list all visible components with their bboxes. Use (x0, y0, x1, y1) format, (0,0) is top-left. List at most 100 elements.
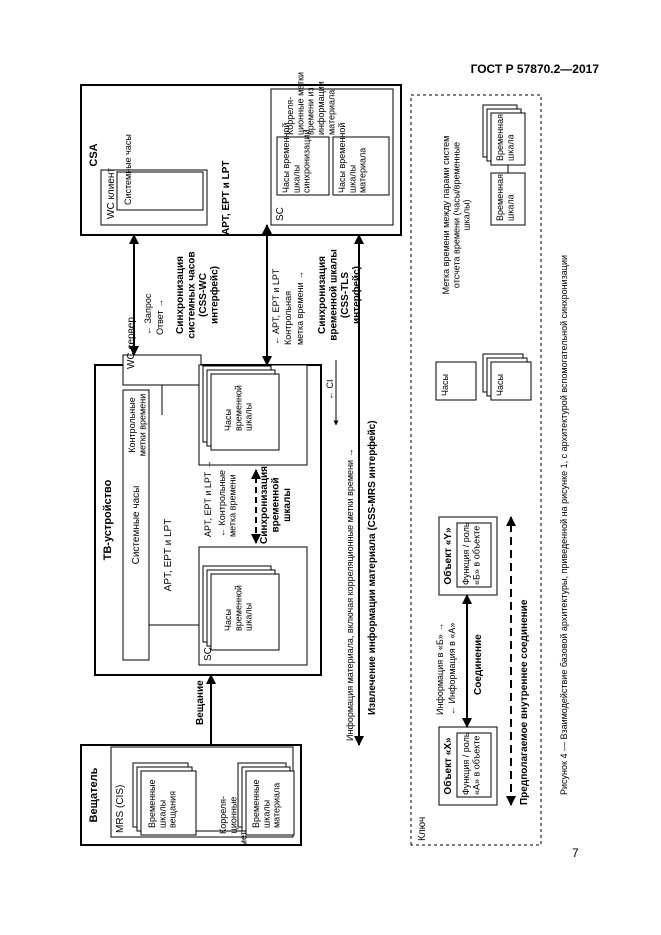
figure-caption: Рисунок 4 — Взаимодействие базовой архит… (559, 255, 569, 795)
standard-number: ГОСТ Р 57870.2—2017 (470, 62, 599, 76)
css-tls-apt-label: ← APT, EPT и LPT (271, 268, 281, 345)
ci-label: ← CI (325, 379, 335, 400)
timeline-sync-label-line: шкалы (282, 488, 293, 522)
material-timelines-label-line: шкалы (261, 800, 271, 828)
key-object-y-title: Объект «Y» (442, 527, 454, 585)
broadcast-timelines-label-line: шкалы (157, 800, 167, 828)
key-connection-label: Соединение (473, 634, 484, 695)
correlation-marks-label-line: Корреля- (218, 796, 228, 834)
key-clock-relation-line: Метка времени между парами систем (441, 136, 451, 295)
csa-apt-label: APT, EPT и LPT (221, 161, 232, 236)
csa-correlation-marks-label-line: Корреля- (285, 97, 295, 135)
csa-sync-clock-box (276, 136, 330, 196)
tv-apt-label: APT, EPT и LPT (163, 519, 174, 592)
broadcast-timelines-label: Временныешкалывещания (147, 779, 178, 828)
css-wc-label-line: Синхронизация (175, 256, 186, 334)
csa-sc-label: SC (275, 207, 286, 221)
tv-sc-timeline-clock-front (210, 573, 280, 651)
key-object-x-role: Функция / роль«A» в объекте (461, 732, 481, 795)
key-timeline-stack-label-line: Временная (495, 114, 505, 161)
key-clock-stack-front (490, 361, 532, 401)
key-timeline-single-label: Временнаяшкала (495, 174, 515, 221)
key-info-to-b: Информация в «Б» → (435, 623, 445, 715)
key-object-x-role-line: Функция / роль (461, 732, 471, 795)
csa-correlation-marks-label-line: времени из (306, 87, 316, 135)
msas-timeline-clock-label-line: шкалы (244, 403, 254, 431)
csa-sync-clock-label: Часы временнойшкалысинхронизации (281, 123, 312, 193)
key-object-x-role-box (456, 732, 492, 798)
key-timeline-stack-label-line: шкала (505, 134, 515, 161)
key-title: Ключ (417, 817, 428, 841)
tv-sc-timeline-clock-label: Часывременнойшкалы (223, 585, 254, 631)
broadcast-timeline-stack-front (140, 770, 197, 836)
css-wc-label-line: (CSS-WC (198, 273, 209, 317)
wc-client-label: WC клиент (106, 168, 117, 219)
css-tls-control2-label: метка времени → (295, 271, 305, 345)
csa-system-clock-label: Системные часы (123, 134, 133, 205)
tv-inner-control-label: ← Контрольныеметка времени (217, 470, 237, 537)
css-wc-label-line: интерфейс) (209, 266, 221, 324)
key-object-x-title: Объект «X» (442, 737, 454, 795)
csa-material-clock-label-line: материала (358, 148, 368, 193)
key-clock-stack-label: Часы (495, 374, 505, 396)
tv-control-marks-label-line: метки времени (137, 394, 147, 456)
csa-correlation-marks-label-line: ционные метки (295, 72, 305, 135)
broadcast-label: Вещание (195, 680, 206, 725)
key-object-y-role-box (456, 522, 492, 588)
page-number: 7 (572, 846, 579, 860)
timeline-sync-label-line: Синхронизация (259, 466, 270, 544)
tv-control-marks-label-line: Контрольные (127, 397, 137, 453)
csa-sync-clock-label-line: Часы временной (281, 123, 291, 193)
material-info-label: Информация материала, включая корреляцио… (345, 448, 355, 741)
material-timelines-label-line: Временные (251, 779, 261, 828)
key-timeline-single-label-line: шкала (505, 194, 515, 221)
broadcaster-title: Вещатель (88, 767, 100, 822)
css-wc-label-line: системных часов (187, 251, 198, 338)
msas-timeline-clock-front (210, 373, 280, 451)
csa-sync-clock-label-line: шкалы (291, 165, 301, 193)
css-mrs-label: Извлечение информации материала (CSS-MRS… (366, 420, 378, 715)
css-tls-label-line: интерфейс) (351, 266, 363, 324)
css-wc-response-label: Ответ → (155, 299, 165, 335)
key-timeline-single-label-line: Временная (495, 174, 505, 221)
msas-timeline-clock-label-line: временной (233, 385, 243, 431)
broadcast-timelines-label-line: Временные (147, 779, 157, 828)
timeline-sync-label-line: временной (271, 478, 282, 533)
csa-correlation-marks-label-line: материала (326, 90, 336, 135)
css-tls-label-line: временной шкалы (329, 249, 340, 341)
tv-sc-timeline-clock-label-line: Часы (223, 609, 233, 631)
tv-sc-timeline-clock-label-line: временной (233, 585, 243, 631)
material-timelines-label: Временныешкалыматериала (251, 779, 282, 828)
csa-material-clock-box (332, 136, 390, 196)
system-clock-box (122, 389, 150, 661)
csa-correlation-marks-label-line: информации (316, 81, 326, 135)
broadcast-timelines-label-line: вещания (168, 791, 178, 828)
csa-correlation-marks-label: Корреля-ционные меткивремени изинформаци… (285, 72, 336, 135)
tv-inner-control-label-line: метка времени (227, 474, 237, 537)
tv-control-marks-label: Контрольныеметки времени (127, 394, 147, 456)
msas-timeline-clock-label-line: Часы (223, 409, 233, 431)
correlation-marks-label-line: ционные (228, 797, 238, 834)
material-timeline-stack-front (245, 770, 295, 836)
css-wc-label: Синхронизациясистемных часов(CSS-WCинтер… (175, 251, 221, 338)
key-clock-single-label: Часы (440, 374, 450, 396)
key-clock-single (435, 361, 477, 401)
key-info-to-a: ← Информация в «А» (447, 623, 457, 715)
csa-title: CSA (88, 143, 100, 166)
tv-sc-label: SC (203, 647, 214, 661)
csa-sync-clock-label-line: синхронизации (302, 130, 312, 193)
material-timelines-label-line: материала (272, 783, 282, 828)
csa-system-clock-box (116, 171, 204, 211)
key-clock-relation-line: шкалы) (462, 199, 472, 230)
tv-sc-timeline-clock-label-line: шкалы (244, 603, 254, 631)
tv-device-title: ТВ-устройство (102, 479, 114, 560)
css-tls-label-line: Синхронизация (317, 256, 328, 334)
mrs-label: MRS (CIS) (115, 785, 126, 833)
wc-server-label: WC сервер (126, 317, 137, 369)
csa-material-clock-label-line: шкалы (347, 165, 357, 193)
csa-material-clock-label-line: Часы временной (337, 123, 347, 193)
msas-timeline-clock-label: Часывременнойшкалы (223, 385, 254, 431)
csa-material-clock-label: Часы временнойшкалыматериала (337, 123, 368, 193)
key-timeline-stack-label: Временнаяшкала (495, 114, 515, 161)
